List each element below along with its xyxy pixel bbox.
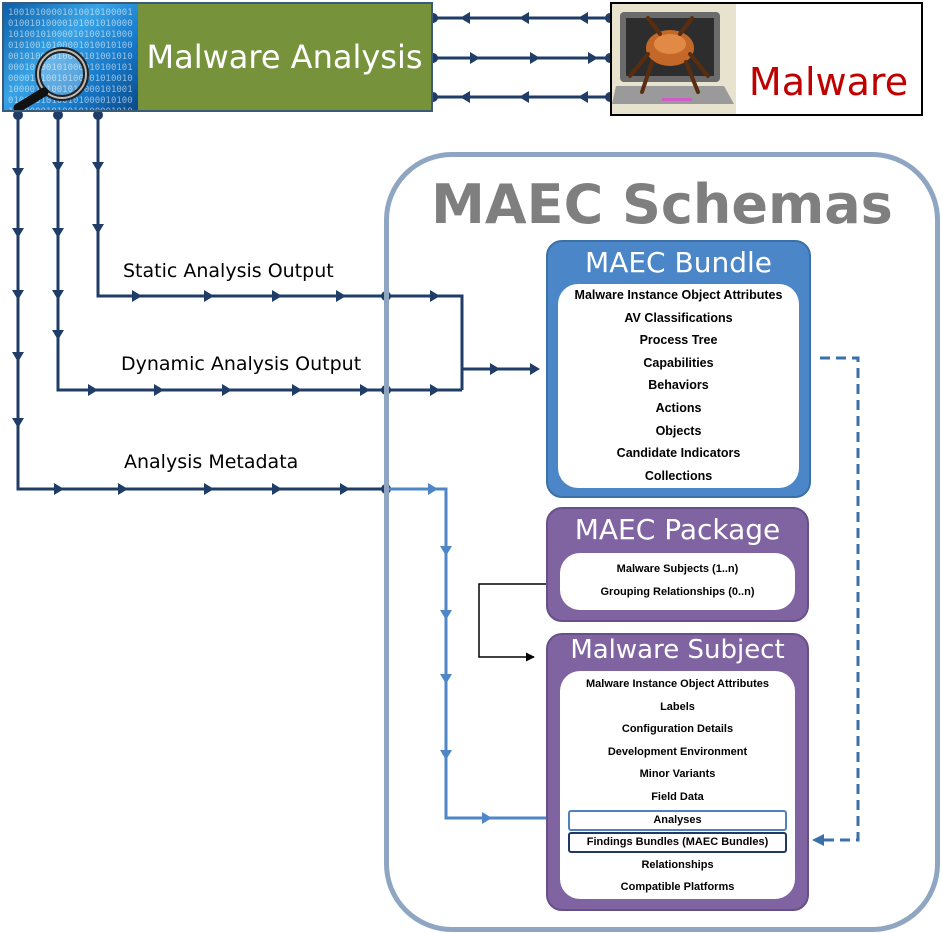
maec-package-items: Malware Subjects (1..n) Grouping Relatio…: [560, 553, 795, 610]
subject-item: Development Environment: [607, 745, 748, 758]
output-dots: [13, 110, 391, 494]
metadata-wire-inner: [386, 487, 546, 820]
subject-item: Labels: [660, 700, 695, 713]
analysis-metadata-label: Analysis Metadata: [124, 451, 299, 473]
malware-analysis-box: 1001010000101001010000101001010000101001…: [2, 2, 433, 112]
subject-item: Field Data: [651, 790, 704, 803]
maec-schemas-container: MAEC Schemas: [384, 152, 940, 932]
package-item: Grouping Relationships (0..n): [600, 585, 755, 598]
maec-bundle-panel: MAEC Bundle Malware Instance Object Attr…: [546, 240, 811, 498]
bug-laptop-icon: [612, 4, 736, 114]
static-analysis-output-label: Static Analysis Output: [123, 260, 334, 282]
subject-item: Compatible Platforms: [620, 881, 735, 894]
bundle-item: Behaviors: [648, 378, 709, 393]
maec-package-panel: MAEC Package Malware Subjects (1..n) Gro…: [546, 507, 809, 622]
bundle-item: Actions: [655, 400, 702, 415]
bundle-item: Malware Instance Object Attributes: [574, 288, 783, 302]
bundle-item: AV Classifications: [624, 310, 733, 325]
metadata-inner-arrowheads: [428, 483, 492, 824]
malware-to-analysis-lines: [433, 16, 610, 99]
malware-subject-panel: Malware Subject Malware Instance Object …: [546, 633, 809, 911]
bundle-item: Collections: [644, 468, 713, 483]
bundle-item: Objects: [655, 423, 702, 438]
dynamic-analysis-output-label: Dynamic Analysis Output: [121, 353, 362, 375]
maec-bundle-items: Malware Instance Object Attributes AV Cl…: [558, 284, 799, 488]
bundle-item: Candidate Indicators: [616, 446, 741, 461]
output-arrowheads: [12, 162, 540, 495]
malware-subject-title: Malware Subject: [570, 635, 785, 665]
bundle-item: Process Tree: [639, 333, 718, 348]
maec-bundle-title: MAEC Bundle: [585, 246, 772, 279]
malware-subject-items: Malware Instance Object Attributes Label…: [560, 671, 795, 899]
subject-item: Relationships: [641, 858, 714, 871]
findings-arrowhead: [812, 834, 824, 846]
maec-package-title: MAEC Package: [574, 513, 781, 546]
subject-item-findings-bundles: Findings Bundles (MAEC Bundles): [568, 831, 787, 853]
package-item: Malware Subjects (1..n): [616, 563, 739, 575]
binary-texture: 1001010000101001010000101001010000101001…: [8, 8, 133, 110]
malware-analysis-title: Malware Analysis: [138, 4, 431, 110]
package-to-subject-connector: [478, 583, 546, 662]
malware-title: Malware: [748, 60, 909, 104]
magnifying-glass-icon: 1001010000101001010000101001010000101001…: [4, 4, 138, 110]
subject-item: Minor Variants: [639, 768, 716, 781]
subject-item-analyses: Analyses: [568, 809, 787, 831]
maec-schemas-title: MAEC Schemas: [431, 173, 893, 236]
bundle-to-findings-dashed: [820, 356, 860, 842]
bundle-item: Capabilities: [643, 355, 714, 370]
subject-item: Configuration Details: [621, 723, 734, 736]
top-line-arrowheads: [460, 12, 598, 103]
malware-box: Malware: [610, 2, 923, 116]
subject-item: Malware Instance Object Attributes: [586, 678, 769, 690]
